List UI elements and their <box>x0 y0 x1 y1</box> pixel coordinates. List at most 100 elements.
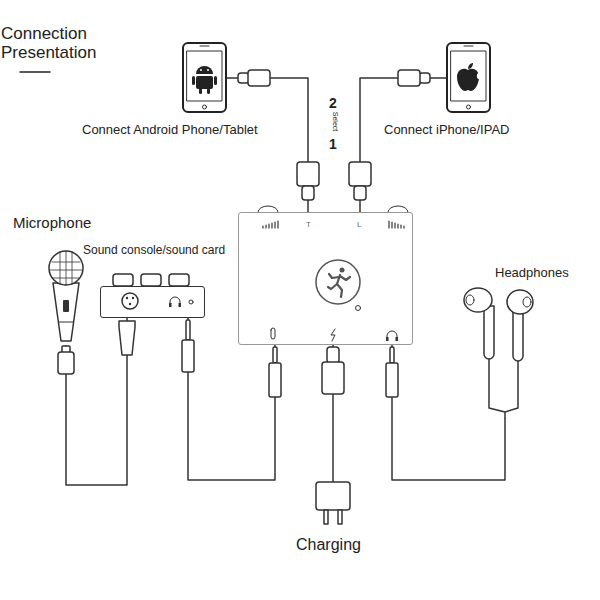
xlr-plug <box>119 321 135 355</box>
cable <box>66 318 127 485</box>
earphones <box>484 306 494 359</box>
sound-console <box>132 297 134 299</box>
earphones <box>513 308 523 361</box>
usb-c-plug <box>322 362 344 394</box>
audio-jack-plug <box>273 347 277 363</box>
android-phone <box>214 76 217 85</box>
lightning-plug <box>398 70 420 86</box>
cable <box>188 318 275 480</box>
iphone <box>451 46 486 109</box>
iphone <box>464 46 473 47</box>
usb-c-plug <box>302 186 314 200</box>
audio-jack-plug <box>390 347 394 363</box>
xlr-plug <box>119 321 135 355</box>
phone: Connect iPhone/IPAD <box>446 42 491 113</box>
android-phone <box>207 69 209 71</box>
iphone <box>468 63 473 69</box>
android-phone <box>196 76 213 89</box>
level-bar <box>274 222 275 228</box>
level-bar <box>403 226 404 228</box>
headphones: Headphones <box>462 283 534 418</box>
node-label: Charging <box>296 536 361 554</box>
micro-usb-plug <box>58 346 74 374</box>
sound-console <box>189 300 193 304</box>
interface-details <box>271 328 275 339</box>
sound-console <box>141 274 161 286</box>
level-icon <box>263 221 278 228</box>
android-phone <box>192 76 195 85</box>
microphone <box>59 322 73 323</box>
audio-jack-plug <box>186 320 190 340</box>
audio-jack-plug <box>182 320 398 397</box>
iphone <box>467 105 471 109</box>
level-icon <box>389 221 404 228</box>
cable <box>227 78 308 212</box>
sound-console <box>179 303 182 307</box>
charger <box>324 510 328 524</box>
audio-jack-plug <box>269 363 281 397</box>
select-label: 2 <box>329 96 337 110</box>
interface-details <box>386 337 389 341</box>
sound-console <box>169 303 172 307</box>
android-phone <box>207 88 210 94</box>
iphone <box>457 69 479 91</box>
node-label: Connect iPhone/IPAD <box>384 123 510 138</box>
sound-console <box>169 274 189 286</box>
earphones <box>466 295 474 305</box>
level-bar <box>262 226 263 228</box>
node-label: Microphone <box>13 214 91 231</box>
microphone <box>49 251 83 285</box>
usb-c-plug <box>327 347 339 363</box>
cable <box>392 345 505 480</box>
title: Connection Presentation <box>1 24 126 62</box>
microphone <box>50 251 82 285</box>
sound-console <box>113 274 193 309</box>
level-bar <box>391 222 392 228</box>
charger: Charging <box>316 482 350 524</box>
iphone <box>451 51 486 101</box>
sound-console <box>113 274 133 286</box>
usb-c-plug <box>322 347 344 394</box>
android-phone <box>187 46 222 109</box>
lightning-plug <box>354 186 366 200</box>
node-label: Connect Android Phone/Tablet <box>82 123 258 138</box>
charger <box>338 510 342 524</box>
level-bar <box>265 225 266 228</box>
micro-usb-plug <box>58 352 74 374</box>
interface-details <box>396 337 399 341</box>
sound-console <box>126 297 128 299</box>
level-bar <box>394 223 395 228</box>
android-phone <box>187 51 222 101</box>
level-bar <box>400 225 401 228</box>
level-bar <box>268 224 269 228</box>
title-underline <box>20 71 50 73</box>
level-bar <box>271 223 272 228</box>
microphone: Microphone <box>45 250 87 345</box>
android-phone <box>203 105 207 109</box>
usb-c-plug <box>248 70 270 86</box>
sound-console <box>122 293 138 309</box>
level-bar <box>277 221 278 228</box>
android-phone <box>196 66 213 74</box>
level-bar <box>388 221 389 228</box>
node-label: Sound console/sound card <box>83 244 225 258</box>
earphones <box>489 356 518 418</box>
earphones <box>464 288 533 418</box>
microphone <box>49 251 83 341</box>
android-phone <box>200 69 202 71</box>
microphone <box>66 251 67 285</box>
logo-figure <box>328 284 337 289</box>
microphone <box>72 252 73 284</box>
microphone <box>63 300 69 312</box>
sound-console: Sound console/sound card <box>100 286 205 318</box>
interface-details <box>258 206 408 341</box>
logo-figure <box>329 274 339 278</box>
android-phone <box>199 88 202 94</box>
charger <box>316 482 350 510</box>
earphones <box>507 290 533 314</box>
charger <box>316 482 350 524</box>
interface-details <box>356 306 361 311</box>
lightning-plug <box>349 162 371 186</box>
